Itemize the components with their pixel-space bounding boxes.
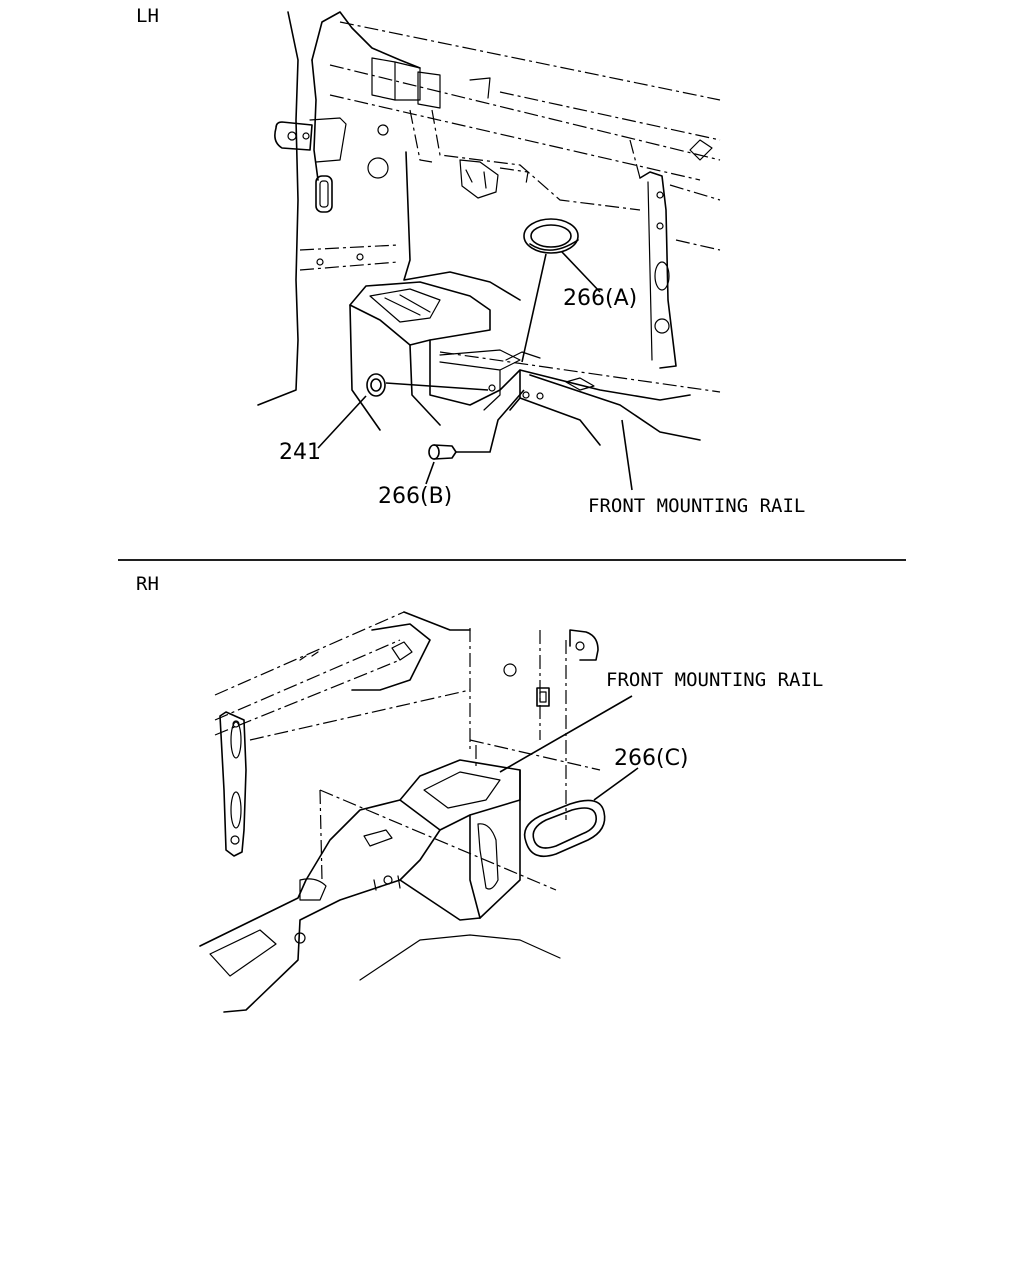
callout-266a: 266(A) <box>563 286 637 311</box>
callout-rh-front-mounting-rail: FRONT MOUNTING RAIL <box>606 669 823 691</box>
callout-266b: 266(B) <box>378 484 452 509</box>
rh-view: RH <box>136 573 823 1013</box>
lh-view: LH <box>136 5 805 517</box>
grommet-266c-icon <box>523 799 606 858</box>
callout-266c: 266(C) <box>614 746 689 771</box>
grommet-266a-icon <box>523 218 579 254</box>
rh-heading: RH <box>136 573 159 595</box>
callout-lh-front-mounting-rail: FRONT MOUNTING RAIL <box>588 495 805 517</box>
lh-heading: LH <box>136 5 159 27</box>
plug-266b-icon <box>428 444 457 460</box>
washer-241-icon <box>366 373 386 397</box>
callout-241: 241 <box>279 440 321 465</box>
